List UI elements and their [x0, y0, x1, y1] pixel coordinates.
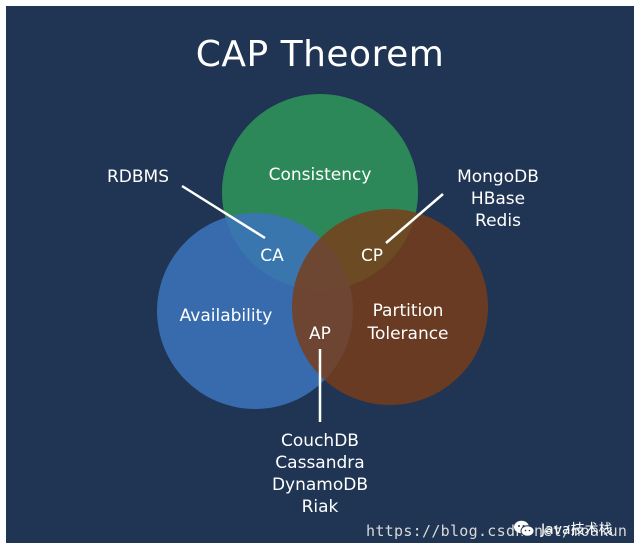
watermark-brand-text: Java技术栈 [541, 522, 613, 538]
ap-system-cassandra: Cassandra [275, 453, 364, 473]
ap-system-couchdb: CouchDB [281, 431, 359, 451]
partition-label-line1: Partition [373, 301, 444, 321]
cp-pointer-line [385, 193, 444, 244]
consistency-label: Consistency [269, 165, 372, 185]
ap-system-dynamodb: DynamoDB [272, 475, 368, 495]
cp-system-redis: Redis [475, 211, 521, 231]
diagram-canvas: CAP Theorem Consistency Availability Par… [6, 6, 634, 543]
partition-tolerance-circle [292, 209, 488, 405]
partition-label-line2: Tolerance [366, 324, 448, 344]
cp-system-mongodb: MongoDB [457, 167, 539, 187]
ap-region-label: AP [309, 324, 331, 344]
cp-region-label: CP [361, 246, 383, 266]
ca-system-rdbms: RDBMS [107, 167, 169, 187]
cp-system-hbase: HBase [471, 189, 525, 209]
diagram-title: CAP Theorem [195, 34, 445, 75]
ca-region-label: CA [260, 246, 284, 266]
rdbms-pointer-line [181, 184, 266, 240]
venn-diagram: Consistency Availability Partition Toler… [107, 94, 539, 517]
availability-label: Availability [180, 306, 273, 326]
watermark-brand: Java技术栈 [513, 518, 613, 540]
watermark-url: https://blog.csdn.net/moakun [366, 522, 628, 540]
ap-system-riak: Riak [302, 497, 339, 517]
chat-bubble-icon [514, 520, 535, 537]
